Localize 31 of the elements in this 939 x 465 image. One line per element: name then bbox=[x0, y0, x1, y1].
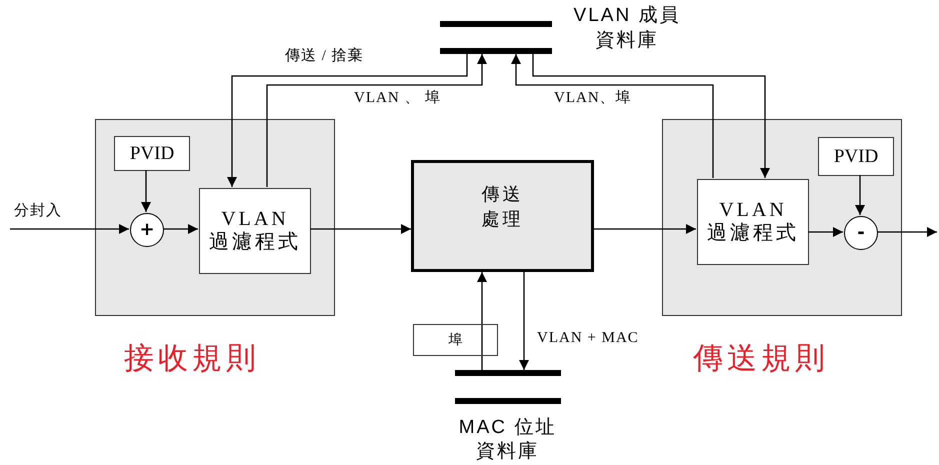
arrow bbox=[10, 224, 129, 234]
operator-symbol: + bbox=[139, 221, 155, 239]
arrow bbox=[532, 54, 770, 178]
arrow bbox=[519, 272, 529, 370]
port-label: 埠 bbox=[413, 324, 498, 356]
rule-title: 傳送規則 bbox=[693, 344, 829, 374]
filter-label: VLAN 過濾程式 bbox=[706, 199, 800, 245]
arrow bbox=[227, 54, 468, 187]
arrow bbox=[808, 227, 843, 237]
pvid-label: PVID bbox=[130, 144, 174, 163]
pvid-label: PVID bbox=[834, 147, 878, 166]
arrow bbox=[310, 224, 411, 234]
filter-box bbox=[199, 188, 311, 274]
arrow bbox=[477, 272, 487, 370]
database-label: MAC 位址資料庫 bbox=[458, 416, 558, 464]
process-label: 傳送處理 bbox=[480, 182, 524, 231]
pvid-box bbox=[818, 137, 894, 176]
arrow bbox=[877, 227, 937, 237]
arrow bbox=[594, 224, 696, 234]
filter-label: VLAN 過濾程式 bbox=[208, 208, 302, 254]
arrow bbox=[266, 54, 487, 187]
database-label: VLAN 成員資料庫 bbox=[572, 4, 682, 53]
process-box bbox=[411, 160, 594, 272]
arrow bbox=[855, 175, 865, 215]
arrow bbox=[163, 224, 198, 234]
arrow bbox=[511, 54, 714, 178]
rule-title: 接收規則 bbox=[124, 344, 260, 374]
filter-box bbox=[697, 179, 809, 265]
arrow bbox=[141, 170, 151, 212]
operator-symbol: - bbox=[857, 224, 865, 242]
pvid-box bbox=[114, 136, 190, 171]
